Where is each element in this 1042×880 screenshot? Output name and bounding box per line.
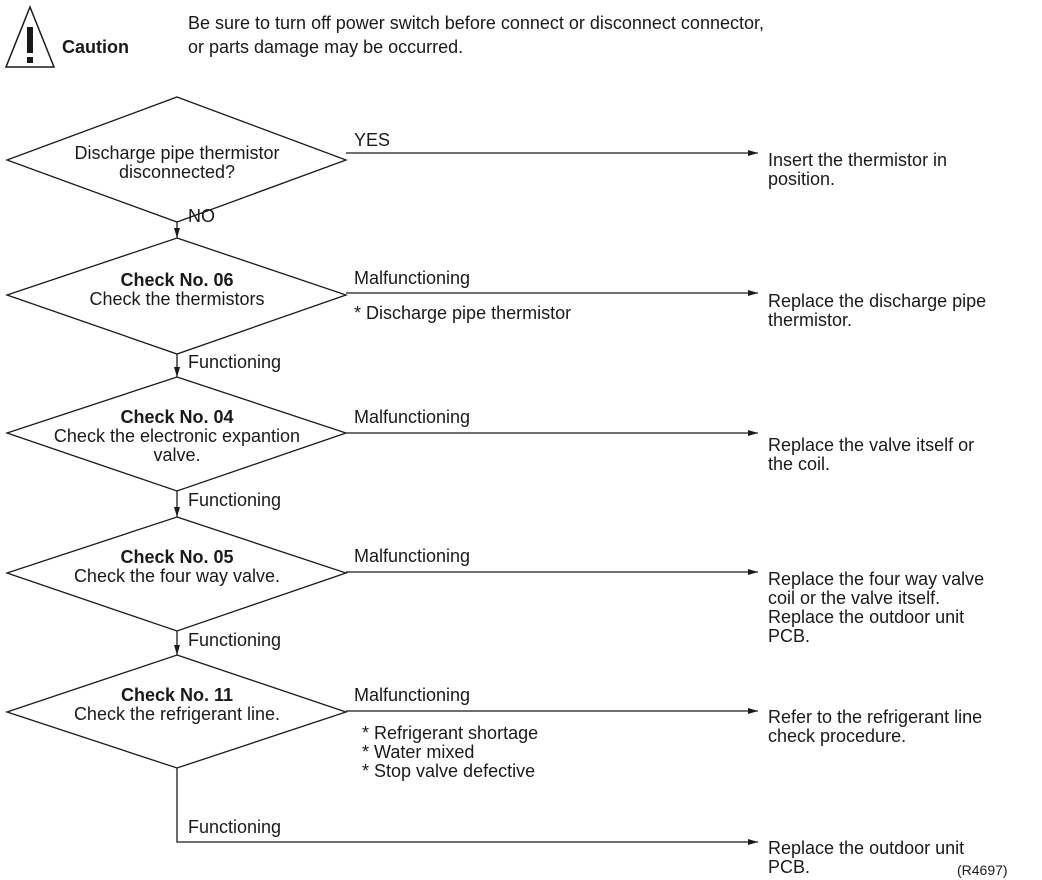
caution-text-line2: or parts damage may be occurred. <box>188 37 464 57</box>
branch-label-2: Malfunctioning <box>354 268 471 288</box>
decision-1-line1: Discharge pipe thermistor <box>74 143 280 163</box>
branch-label-1: YES <box>354 130 391 150</box>
decision-1-line2: disconnected? <box>118 162 236 182</box>
result-1-line2: position. <box>768 169 836 189</box>
branch-label-3: Malfunctioning <box>354 407 471 427</box>
decision-5-title: Check No. 11 <box>120 685 234 705</box>
result-2-line2: thermistor. <box>768 310 853 330</box>
figure-reference: (R4697) <box>957 862 1008 878</box>
next-label-5: Functioning <box>188 817 282 837</box>
final-result-line2: PCB. <box>768 857 811 877</box>
caution-label: Caution <box>62 37 129 57</box>
result-5-line1: Refer to the refrigerant line <box>768 707 983 727</box>
branch-note-5-1: * Refrigerant shortage <box>362 723 539 743</box>
result-2-line1: Replace the discharge pipe <box>768 291 987 311</box>
result-5-line2: check procedure. <box>768 726 907 746</box>
decision-2-title: Check No. 06 <box>120 270 234 290</box>
next-label-4: Functioning <box>188 630 282 650</box>
branch-note-5-2: * Water mixed <box>362 742 475 762</box>
decision-5-line1: Check the refrigerant line. <box>73 704 281 724</box>
decision-4-line1: Check the four way valve. <box>73 566 281 586</box>
result-1-line1: Insert the thermistor in <box>768 150 948 170</box>
next-label-1: NO <box>188 206 215 226</box>
result-4-line3: Replace the outdoor unit <box>768 607 965 627</box>
branch-note-2-1: * Discharge pipe thermistor <box>354 303 572 323</box>
decision-4-title: Check No. 05 <box>120 547 234 567</box>
final-result-line1: Replace the outdoor unit <box>768 838 965 858</box>
result-3-line1: Replace the valve itself or <box>768 435 975 455</box>
branch-note-5-3: * Stop valve defective <box>362 761 536 781</box>
result-4-line1: Replace the four way valve <box>768 569 985 589</box>
warning-triangle-icon <box>4 4 56 68</box>
result-4-line2: coil or the valve itself. <box>768 588 941 608</box>
caution-text-line1: Be sure to turn off power switch before … <box>188 13 764 33</box>
decision-3-line2: valve. <box>153 445 201 465</box>
next-label-2: Functioning <box>188 352 282 372</box>
result-3-line2: the coil. <box>768 454 831 474</box>
decision-3-line1: Check the electronic expantion <box>53 426 301 446</box>
branch-label-4: Malfunctioning <box>354 546 471 566</box>
result-4-line4: PCB. <box>768 626 811 646</box>
next-label-3: Functioning <box>188 490 282 510</box>
arrow-func-5 <box>176 768 758 845</box>
decision-3-title: Check No. 04 <box>120 407 234 427</box>
branch-label-5: Malfunctioning <box>354 685 471 705</box>
decision-2-line1: Check the thermistors <box>89 289 265 309</box>
